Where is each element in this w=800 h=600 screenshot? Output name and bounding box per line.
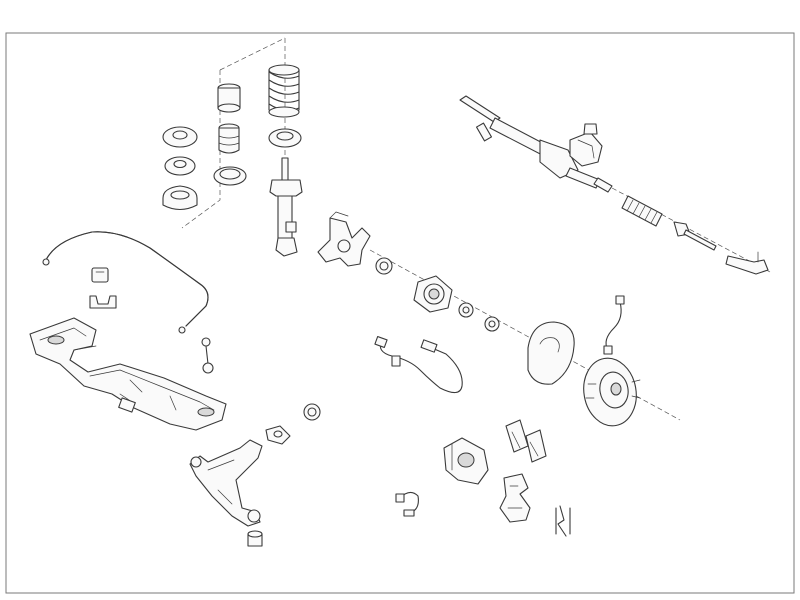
brake-dust-shield (527, 321, 575, 385)
control-arm (189, 439, 263, 527)
brake-wear-sensor (395, 491, 419, 517)
frame-border (5, 32, 795, 594)
subframe (29, 317, 227, 431)
stabilizer-bar (42, 231, 209, 334)
stabilizer-bushings (89, 267, 117, 309)
tie-rod-boot (621, 195, 663, 227)
wheel-hub (413, 275, 453, 313)
shock-absorber (269, 157, 303, 257)
tie-rod-end (725, 251, 769, 275)
ball-joint (247, 530, 263, 547)
brake-pads (505, 419, 547, 463)
caliper-carrier (499, 473, 531, 523)
steering-knuckle (317, 211, 371, 267)
strut-mount-bearing-group (162, 37, 286, 229)
coil-spring (268, 64, 302, 148)
brake-pad-clips (555, 505, 571, 537)
brake-caliper (443, 437, 489, 485)
abs-sensor (374, 335, 463, 394)
brake-hose (603, 295, 625, 355)
tie-rod (673, 221, 717, 251)
control-arm-bushing (265, 403, 321, 445)
brake-disc (583, 357, 641, 427)
wheel-bearing (375, 257, 500, 332)
stabilizer-link (201, 337, 214, 374)
steering-rack (459, 95, 613, 193)
